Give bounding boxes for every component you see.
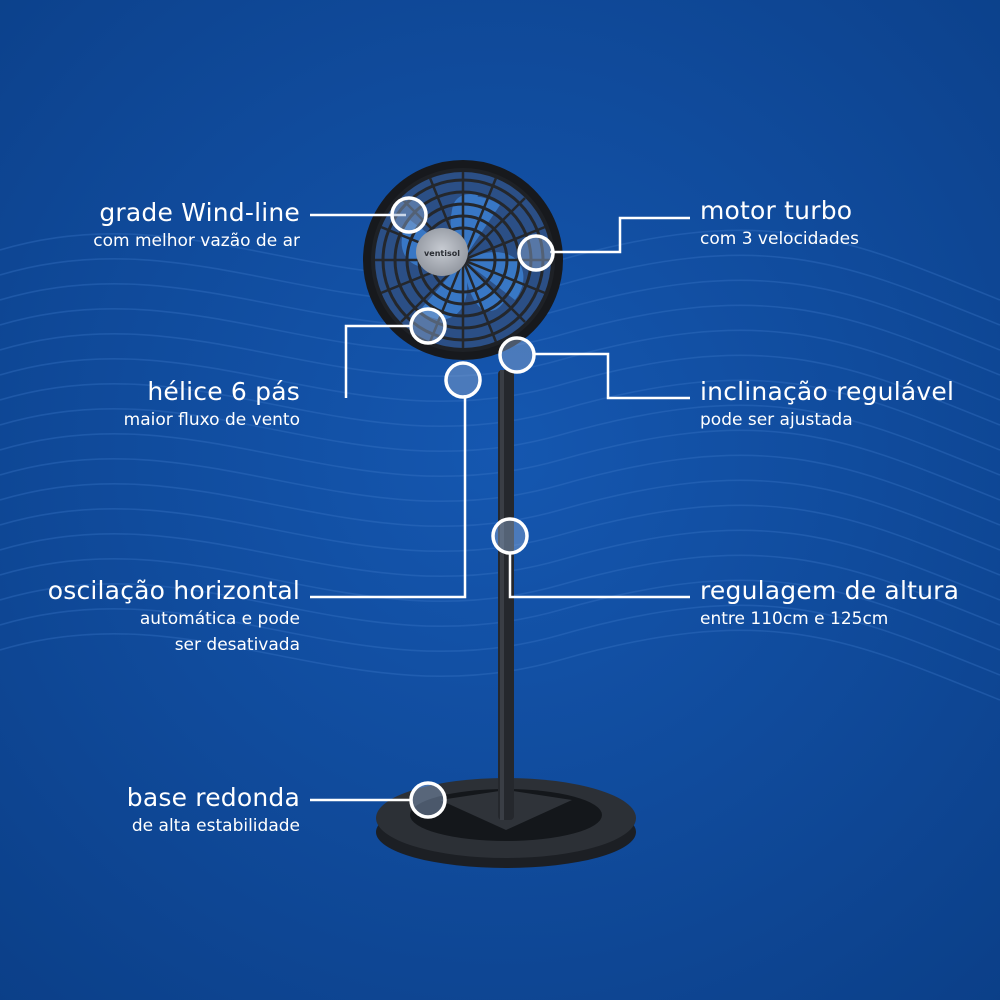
hotspot-inclinacao xyxy=(498,336,536,374)
feature-motor: motor turbo com 3 velocidades xyxy=(700,196,859,252)
hotspot-base xyxy=(409,781,447,819)
feature-base-subtitle: de alta estabilidade xyxy=(131,816,300,836)
hotspot-motor xyxy=(517,234,555,272)
brand-logo: ventisol xyxy=(424,249,460,258)
feature-motor-title: motor turbo xyxy=(700,196,853,225)
callout-lines xyxy=(310,213,690,802)
callout-line-helice xyxy=(344,324,412,398)
feature-grade: grade Wind-line com melhor vazão de ar xyxy=(93,198,300,254)
feature-oscilacao-subtitle-line1: automática e pode xyxy=(139,609,300,629)
feature-oscilacao: oscilação horizontal automática e pode s… xyxy=(48,576,300,658)
hotspot-helice xyxy=(409,307,447,345)
callout-line-inclinacao xyxy=(535,352,690,400)
hotspot-regulagem xyxy=(491,517,529,555)
feature-helice-title: hélice 6 pás xyxy=(147,377,300,406)
callout-line-motor xyxy=(550,216,690,254)
feature-regulagem: regulagem de altura entre 110cm e 125cm xyxy=(700,576,959,632)
feature-inclinacao: inclinação regulável pode ser ajustada xyxy=(700,377,954,433)
hotspot-oscilacao xyxy=(444,361,482,399)
feature-regulagem-title: regulagem de altura xyxy=(700,576,960,605)
feature-oscilacao-title: oscilação horizontal xyxy=(47,576,300,605)
fan-hub xyxy=(416,228,468,276)
feature-grade-subtitle: com melhor vazão de ar xyxy=(93,231,300,251)
callout-line-oscilacao xyxy=(310,395,467,599)
feature-grade-title: grade Wind-line xyxy=(99,198,300,227)
hotspot-markers xyxy=(390,196,555,819)
feature-inclinacao-title: inclinação regulável xyxy=(700,377,955,406)
feature-base: base redonda de alta estabilidade xyxy=(127,783,300,839)
feature-base-title: base redonda xyxy=(126,783,300,812)
feature-regulagem-subtitle: entre 110cm e 125cm xyxy=(700,609,889,629)
feature-motor-subtitle: com 3 velocidades xyxy=(700,229,859,249)
hotspot-grade xyxy=(390,196,428,234)
feature-helice-subtitle: maior fluxo de vento xyxy=(123,410,300,430)
wave-pattern xyxy=(0,229,1000,701)
feature-helice: hélice 6 pás maior fluxo de vento xyxy=(124,377,300,433)
feature-inclinacao-subtitle: pode ser ajustada xyxy=(700,410,853,430)
callout-line-regulagem xyxy=(508,553,690,599)
feature-oscilacao-subtitle-line2: ser desativada xyxy=(174,635,300,655)
fan-head xyxy=(363,160,563,360)
